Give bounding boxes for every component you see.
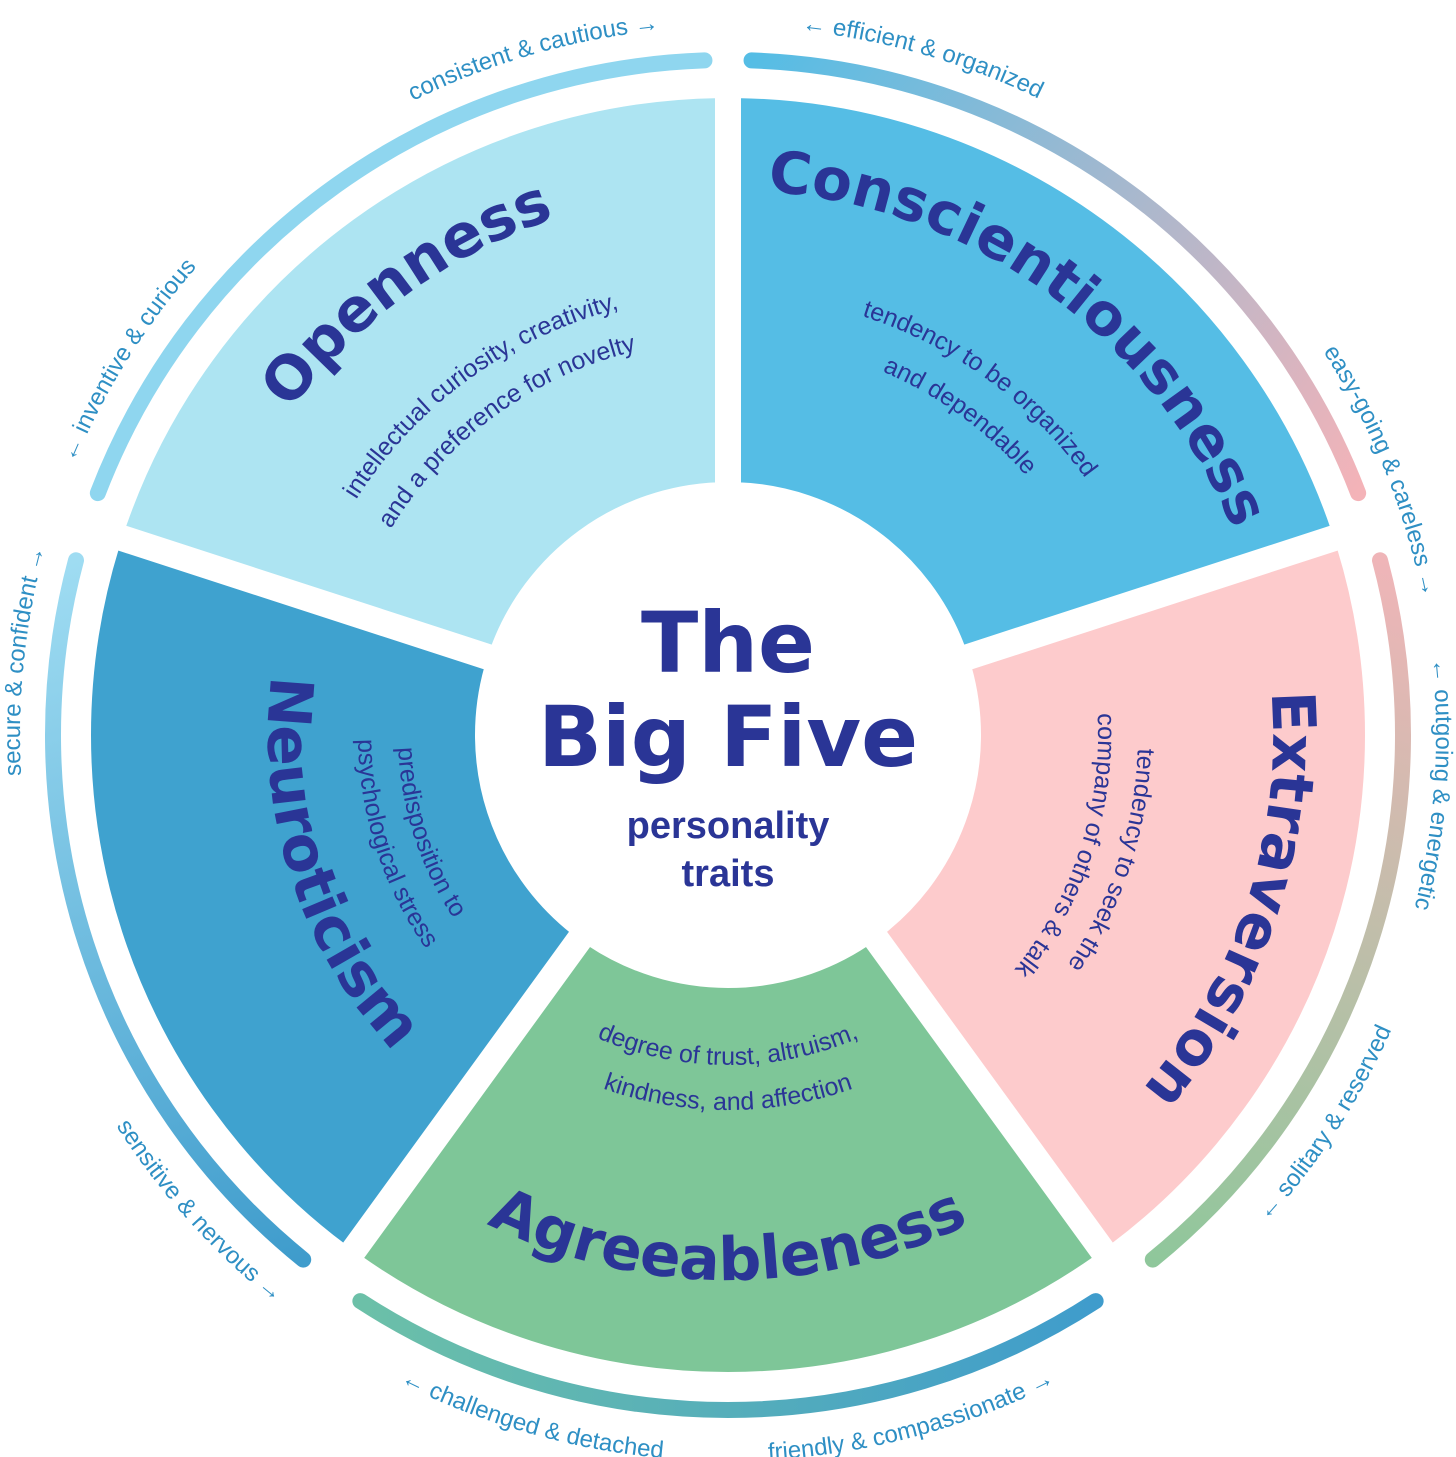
center-label: The Big Five personality traits [478, 485, 978, 985]
segments [85, 92, 1371, 1379]
outer-ring [45, 52, 1411, 1418]
center-subtitle-line1: personality [627, 805, 830, 847]
ring-label-9: secure & confident → [0, 543, 51, 777]
center-title-line1: The [641, 594, 815, 692]
ring-arc-agreeableness [352, 1293, 1104, 1418]
center-subtitle-line2: traits [682, 853, 775, 895]
ring-arc-extraversion [1144, 552, 1411, 1268]
center-circle [478, 485, 978, 985]
ring-arc-neuroticism [45, 552, 312, 1268]
ring-arc-conscientiousness [743, 52, 1367, 502]
ring-label-4: ← outgoing & energetic [1409, 657, 1456, 913]
center-title-line2: Big Five [538, 688, 918, 786]
ring-arc-openness [89, 52, 713, 502]
